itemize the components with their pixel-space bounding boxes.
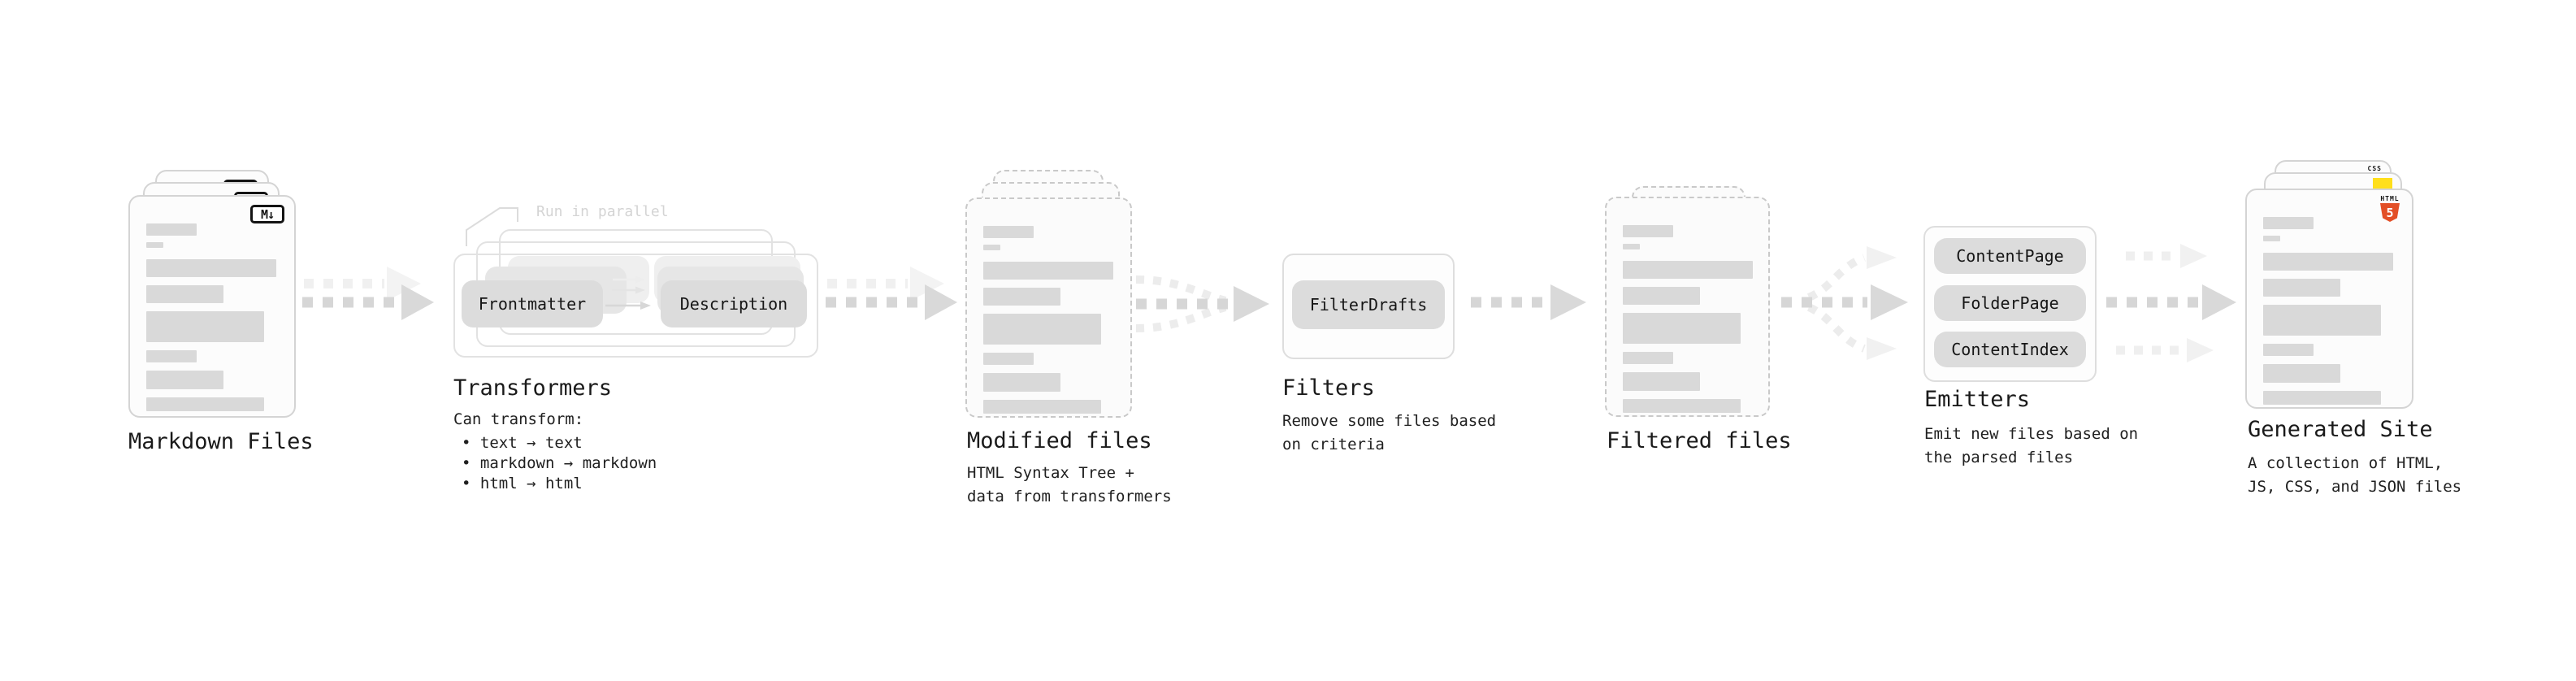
contentindex-node: ContentIndex <box>1934 332 2086 367</box>
doc-placeholder-lines <box>146 223 278 411</box>
filters-title: Filters <box>1282 375 1375 401</box>
description-node: Description <box>661 280 807 327</box>
transformers-bullet-3: • html → html <box>462 475 583 492</box>
folderpage-node: FolderPage <box>1934 285 2086 321</box>
doc-placeholder-lines <box>983 226 1114 414</box>
transformers-subtitle: Can transform: <box>453 410 584 428</box>
modified-file-front <box>965 197 1132 418</box>
markdown-files-title: Markdown Files <box>128 429 314 454</box>
transformer-frame-front <box>453 254 818 358</box>
markdown-file-front: M↓ <box>128 195 296 418</box>
transformers-bullet-2: • markdown → markdown <box>462 454 657 472</box>
filterdrafts-node: FilterDrafts <box>1292 280 1445 329</box>
site-file-html: HTML 5 <box>2245 189 2413 409</box>
html5-icon: HTML 5 <box>2379 195 2400 222</box>
flow-arrow-filters-to-filtered <box>1471 284 1586 320</box>
doc-placeholder-lines <box>1623 225 1753 413</box>
emitters-subtitle: Emit new files based on the parsed files <box>1924 425 2139 466</box>
run-in-parallel-label: Run in parallel <box>536 203 669 220</box>
generated-site-title: Generated Site <box>2248 417 2433 442</box>
filters-subtitle: Remove some files based on criteria <box>1282 412 1497 453</box>
flow-arrows-emitters-to-site <box>2106 244 2236 362</box>
markdown-icon: M↓ <box>250 205 284 223</box>
emitters-title: Emitters <box>1924 387 2031 412</box>
doc-placeholder-lines <box>2263 217 2396 405</box>
transformers-bullet-1: • text → text <box>462 434 583 452</box>
flow-arrow-modified-to-filters <box>1135 275 1269 332</box>
transformers-title: Transformers <box>453 375 613 401</box>
flow-arrow-filtered-to-emitters <box>1781 246 1908 360</box>
generated-site-subtitle: A collection of HTML, JS, CSS, and JSON … <box>2248 454 2462 496</box>
flow-arrow-transformers-to-modified <box>826 267 957 320</box>
annotation-leader-line <box>466 207 518 246</box>
frontmatter-node: Frontmatter <box>462 280 603 327</box>
js-icon <box>2373 178 2392 189</box>
filtered-files-title: Filtered files <box>1607 428 1792 453</box>
modified-files-subtitle: HTML Syntax Tree + data from transformer… <box>967 464 1172 505</box>
contentpage-node: ContentPage <box>1934 238 2086 274</box>
flow-arrow-markdown-to-transformers <box>302 267 434 320</box>
parallel-arrows-icon <box>605 275 651 310</box>
modified-files-title: Modified files <box>967 428 1152 453</box>
filtered-file-front <box>1605 197 1770 417</box>
